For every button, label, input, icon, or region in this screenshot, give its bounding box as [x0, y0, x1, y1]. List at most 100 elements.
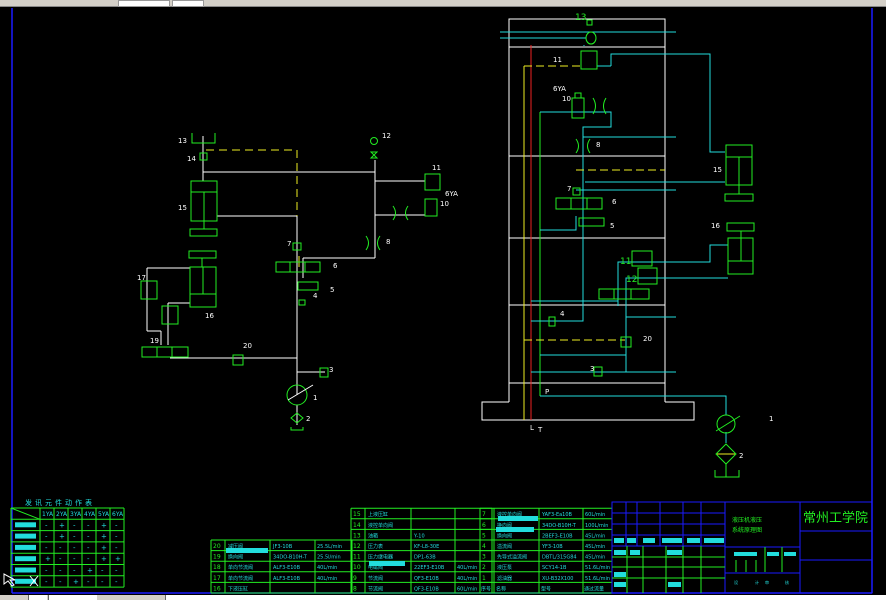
part-name: 压力表 — [368, 543, 383, 550]
relief-valve-3-r — [593, 366, 603, 377]
label-l: L — [530, 424, 534, 432]
part-model: 22EF3-E10B — [414, 565, 445, 571]
part-name: 先导式溢流阀 — [497, 554, 527, 561]
drawing-frame — [11, 8, 873, 594]
action-cell: - — [73, 533, 76, 541]
sign-check: 核 — [785, 579, 789, 585]
action-cell: - — [87, 555, 90, 563]
action-cell: - — [59, 544, 62, 552]
label-13: 13 — [178, 137, 187, 145]
column-header-1ya: 1YA — [42, 511, 54, 518]
directional-valve-6-r — [555, 197, 603, 210]
action-cell: + — [101, 521, 107, 529]
label-6-r: 6 — [612, 198, 617, 206]
check-valve-14 — [199, 152, 208, 161]
action-cell: - — [87, 578, 90, 586]
part-flow: 45L/min — [585, 555, 605, 561]
action-cell: - — [73, 544, 76, 552]
action-cell: - — [115, 567, 118, 575]
label-15: 15 — [178, 204, 187, 212]
cylinder-16 — [188, 250, 217, 259]
column-header-3ya: 3YA — [70, 511, 82, 518]
check-valve-7 — [292, 242, 302, 251]
toolbar-tab[interactable] — [118, 0, 170, 7]
label-4: 4 — [313, 292, 318, 300]
part-name: 换向阀 — [228, 554, 243, 561]
label-5: 5 — [330, 286, 334, 294]
part-name: 节流阀 — [368, 575, 383, 582]
action-cell: + — [73, 578, 79, 586]
part-number: 5 — [482, 532, 486, 539]
part-flow: 45L/min — [585, 544, 605, 550]
throttle-valve-9 — [392, 205, 409, 221]
action-cell: - — [73, 555, 76, 563]
action-cell: - — [87, 521, 90, 529]
action-cell: - — [101, 578, 104, 586]
label-16: 16 — [205, 312, 214, 320]
sign-review: 审 — [765, 579, 769, 585]
mouse-cursor-icon — [3, 573, 39, 587]
footer-flow: 通过流量 — [584, 585, 604, 592]
label-7-r: 7 — [567, 185, 571, 193]
part-number: 14 — [353, 522, 361, 529]
label-17: 17 — [137, 274, 146, 282]
action-table-title: 发讯元件动作表 — [25, 498, 95, 507]
relief-valve-4 — [298, 299, 306, 306]
column-header-5ya: 5YA — [98, 511, 110, 518]
action-cell: + — [101, 533, 107, 541]
part-model: ALF3-E10B — [273, 576, 301, 582]
label-11: 11 — [432, 164, 441, 172]
label-7: 7 — [287, 240, 291, 248]
cad-drawing-canvas[interactable]: 13 14 15 16 17 19 20 12 11 10 8 7 6 5 4 … — [0, 6, 886, 595]
label-19: 19 — [150, 337, 159, 345]
drawing-title-line2: 系统原理图 — [732, 526, 762, 534]
part-flow: 60L/min — [585, 512, 605, 518]
footer-model: 型号 — [541, 585, 551, 592]
drawing-title-line1: 液压机液压 — [732, 516, 762, 524]
directional-valve-5 — [297, 281, 319, 291]
action-cell: - — [45, 567, 48, 575]
label-8-r: 8 — [596, 141, 600, 149]
part-name: 换向阀 — [497, 522, 512, 529]
label-4-r: 4 — [560, 310, 565, 318]
throttle-valve-17 — [140, 280, 158, 300]
part-model: QF3-E10B — [414, 586, 439, 592]
part-number: 19 — [213, 554, 221, 561]
toolbar-strip — [0, 0, 886, 7]
part-flow: 25.5L/min — [317, 544, 342, 550]
part-name: 换向阀 — [497, 532, 512, 539]
label-5-r: 5 — [610, 222, 614, 230]
part-name: 节流阀 — [368, 585, 383, 592]
row-label-block — [15, 556, 36, 562]
part-flow: 60L/min — [457, 586, 477, 592]
row-label-block — [15, 522, 36, 528]
label-20: 20 — [243, 342, 252, 350]
label-6ya-r: 6YA — [553, 85, 566, 93]
label-1-r: 1 — [769, 415, 773, 423]
row-label-block — [15, 544, 36, 550]
label-t: T — [537, 426, 543, 434]
part-number: 9 — [353, 575, 357, 582]
right-schematic: 13 11 6YA 10 8 7 6 5 11 12 4 20 3 P L T … — [481, 13, 773, 478]
throttle-valve-12-r — [637, 267, 658, 285]
action-cell: - — [73, 567, 76, 575]
directional-valve-19-r — [598, 288, 650, 300]
tank-13 — [191, 133, 216, 144]
action-cell: - — [101, 567, 104, 575]
action-cell: - — [45, 578, 48, 586]
redacted-block — [369, 561, 405, 566]
reducing-valve-20 — [232, 354, 244, 366]
sign-design-2: 计 — [755, 579, 759, 585]
status-field — [165, 595, 886, 600]
part-model: QF3-E10B — [414, 576, 439, 582]
title-block: 液压机液压 系统原理图 常州工学院 设 计 审 核 — [611, 501, 873, 594]
directional-valve-6 — [275, 261, 321, 273]
toolbar-tab[interactable] — [172, 0, 204, 7]
part-number: 7 — [482, 511, 486, 518]
label-2-r: 2 — [739, 452, 743, 460]
part-model: 34DO-B10H-T — [273, 555, 308, 561]
action-cell: - — [45, 521, 48, 529]
action-cell: - — [45, 544, 48, 552]
